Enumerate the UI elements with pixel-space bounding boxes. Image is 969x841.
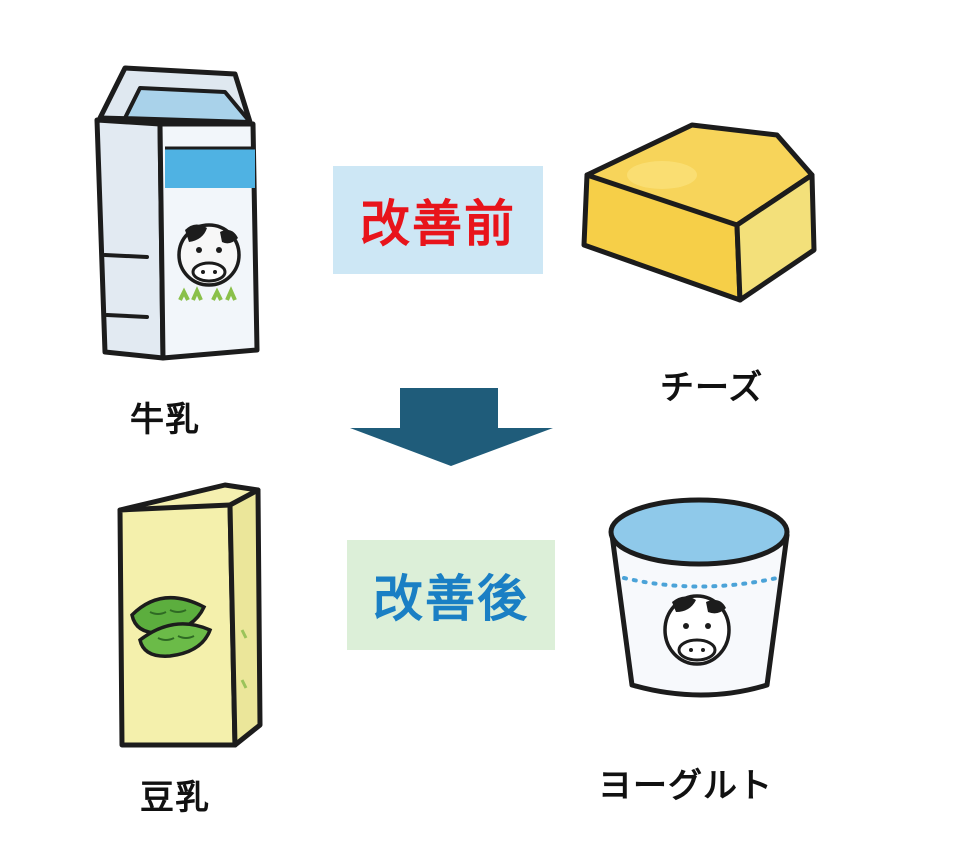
- milk-carton-icon: [94, 65, 260, 361]
- soy-milk-carton-icon: [117, 482, 263, 748]
- before-badge: 改善前: [333, 166, 543, 274]
- soy-milk-label: 豆乳: [140, 778, 210, 818]
- yogurt-label: ヨーグルト: [598, 766, 773, 806]
- after-label: 改善後: [373, 570, 529, 628]
- after-badge: 改善後: [347, 540, 555, 650]
- cheese-label: チーズ: [660, 368, 764, 408]
- yogurt-cup-icon: [608, 497, 790, 698]
- milk-label: 牛乳: [130, 400, 200, 440]
- before-label: 改善前: [360, 195, 516, 253]
- arrow-down-icon: [350, 388, 553, 466]
- cheese-wedge-icon: [581, 122, 817, 303]
